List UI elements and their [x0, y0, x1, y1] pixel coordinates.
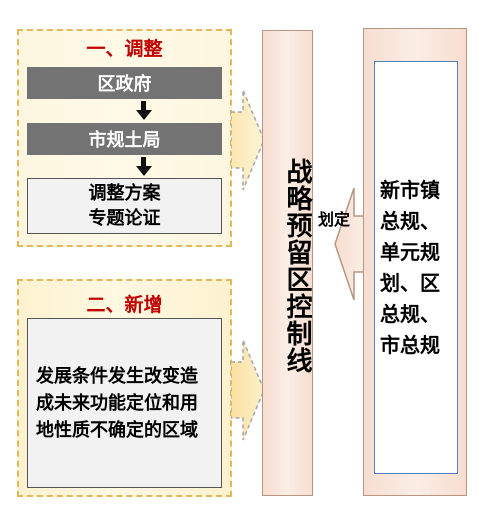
strategic-reserve-control-line-text: 战略预留区控制线: [282, 158, 312, 374]
adjust-title: 一、调整: [86, 38, 163, 60]
left-arrow-icon: [334, 187, 366, 301]
strategic-reserve-control-line-box: 战略预留区控制线: [262, 30, 313, 496]
down-arrow-icon: [136, 101, 152, 120]
planning-bureau-box: 市规土局: [27, 123, 222, 155]
new-title: 二、新增: [86, 294, 163, 316]
adjustment-plan-line1: 调整方案: [88, 183, 161, 204]
new-area-description-box: 发展条件发生改变造成未来功能定位和用地性质不确定的区域: [27, 318, 222, 488]
right-arrow-icon: [231, 339, 265, 441]
district-government-box: 区政府: [27, 67, 222, 99]
new-area-description: 发展条件发生改变造成未来功能定位和用地性质不确定的区域: [36, 365, 198, 441]
plans-inner-box: 新市镇总规、单元规划、区总规、市总规: [374, 61, 458, 474]
designate-label: 划定: [318, 210, 351, 229]
down-arrow-icon: [136, 157, 152, 176]
adjustment-plan-line2: 专题论证: [88, 208, 161, 229]
right-arrow-icon: [231, 89, 265, 191]
adjustment-plan-box: 调整方案 专题论证: [27, 178, 222, 234]
plans-text: 新市镇总规、单元规划、区总规、市总规: [380, 177, 440, 357]
